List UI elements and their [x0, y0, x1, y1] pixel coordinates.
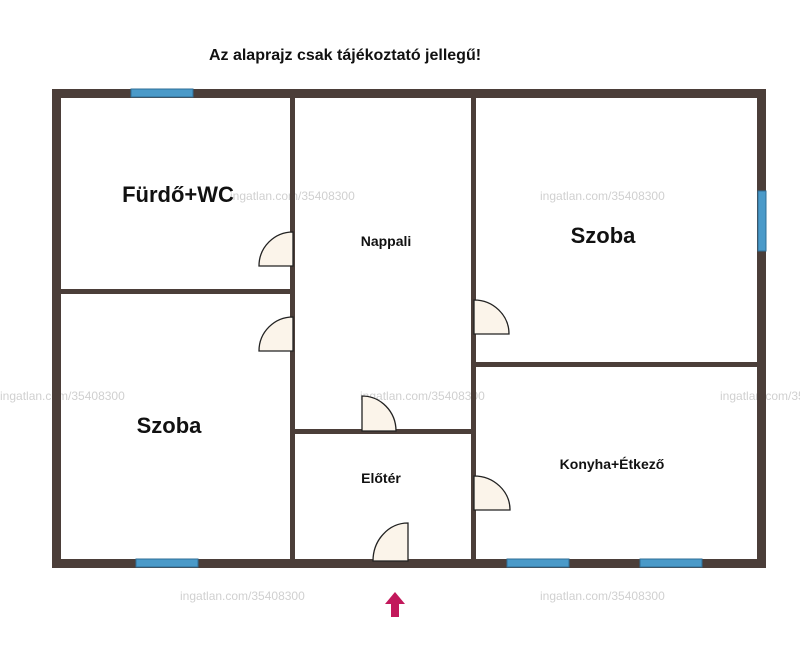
door-szoba-right: [473, 299, 510, 335]
watermark-text: ingatlan.com/35408300: [540, 189, 665, 203]
wall-bottom: [52, 559, 766, 568]
watermark-text: ingatlan.com/35408300: [540, 589, 665, 603]
door-szoba-left: [258, 316, 294, 352]
watermark-text: ingatlan.com/35408300: [0, 389, 125, 403]
room-label-furdo: Fürdő+WC: [122, 182, 234, 207]
disclaimer-title: Az alaprajz csak tájékoztató jellegű!: [208, 47, 482, 64]
room-label-eloter: Előtér: [361, 470, 401, 486]
watermark-text: ingatlan.com/35408300: [180, 589, 305, 603]
door-entrance: [372, 522, 409, 562]
wall-left: [52, 89, 61, 568]
wall-interior-h-right: [476, 362, 757, 367]
room-label-szoba-left: Szoba: [137, 413, 203, 438]
watermark-text: ingatlan.com/35408300: [360, 389, 485, 403]
wall-interior-h-left: [61, 289, 290, 294]
door-furdo: [258, 231, 294, 267]
window-right: [757, 190, 767, 252]
door-nappali: [361, 395, 397, 432]
room-label-nappali: Nappali: [361, 233, 412, 249]
interior-walls: [61, 98, 757, 559]
door-konyha: [473, 475, 511, 511]
watermark-layer: ingatlan.com/35408300 ingatlan.com/35408…: [0, 189, 800, 603]
room-label-konyha: Konyha+Étkező: [560, 456, 665, 472]
window-bottom-right: [639, 558, 703, 568]
window-bottom-mid: [506, 558, 570, 568]
room-labels: Fürdő+WC Nappali Szoba Szoba Előtér Kony…: [122, 182, 664, 486]
wall-right: [757, 89, 766, 568]
doors: [258, 231, 511, 562]
windows: [130, 88, 767, 568]
window-top: [130, 88, 194, 98]
wall-top: [52, 89, 766, 98]
room-label-szoba-right: Szoba: [571, 223, 637, 248]
entrance-arrow-icon: [385, 592, 405, 617]
outer-walls: [52, 89, 766, 568]
window-bottom-left: [135, 558, 199, 568]
